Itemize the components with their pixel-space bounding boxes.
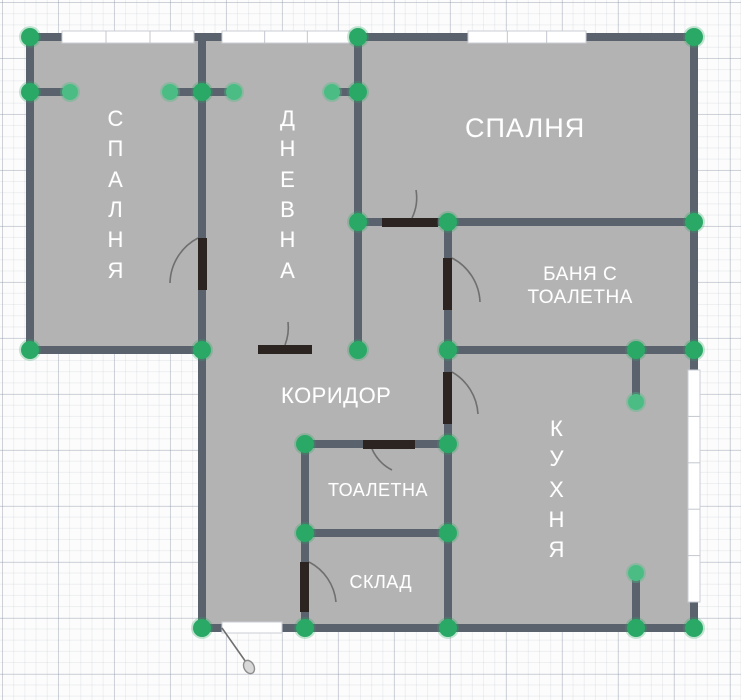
door-bedroom-left[interactable] (169, 237, 207, 290)
node-wc-topleft-dot[interactable] (296, 435, 314, 453)
node-top-left[interactable] (19, 26, 41, 48)
node-living-left-stub-end-dot[interactable] (162, 84, 178, 100)
door-entrance[interactable] (221, 627, 249, 666)
door-bedroom-left-swing-arc (169, 237, 199, 284)
door-storage-swing-arc (308, 561, 337, 603)
node-bottom-right[interactable] (683, 617, 705, 639)
node-kitchen-stub-end-top-dot[interactable] (628, 394, 644, 410)
door-bedroom-right-leaf[interactable] (382, 218, 438, 227)
node-bottom-wc-left[interactable] (294, 617, 316, 639)
node-mid-left[interactable] (437, 339, 459, 361)
door-wc[interactable] (363, 440, 415, 471)
node-bottom-wc-left-dot[interactable] (296, 619, 314, 637)
node-mid-right-dot[interactable] (685, 341, 703, 359)
window-living-top[interactable] (221, 30, 351, 44)
node-living-divider-top[interactable] (191, 81, 213, 103)
door-living-bottom-leaf[interactable] (258, 345, 312, 354)
node-bottom-corridor-left[interactable] (191, 617, 213, 639)
node-bottom-right-dot[interactable] (685, 619, 703, 637)
door-living-bottom-swing-arc (284, 321, 290, 346)
node-bedroomright-left[interactable] (437, 211, 459, 233)
door-bathroom-leaf[interactable] (443, 258, 452, 310)
door-wc-leaf[interactable] (363, 440, 415, 449)
node-living-divider-top-dot[interactable] (193, 83, 211, 101)
door-living-bottom[interactable] (258, 321, 312, 354)
node-corridor-topleft-dot[interactable] (193, 341, 211, 359)
node-mid-kitchenstub-dot[interactable] (627, 341, 645, 359)
door-storage[interactable] (300, 561, 337, 612)
node-living-divider2-top[interactable] (347, 81, 369, 103)
window-living-top-pane (221, 30, 351, 44)
node-bedroomright-left-dot[interactable] (439, 213, 457, 231)
door-entrance-swing-arc (221, 627, 249, 666)
node-mid-right[interactable] (683, 339, 705, 361)
node-top-mid-dot[interactable] (349, 28, 367, 46)
node-bottom-left-room[interactable] (19, 339, 41, 361)
node-living-right-stub-end[interactable] (224, 82, 244, 102)
doors-group[interactable] (169, 189, 481, 676)
node-bedroomright-stub-dot[interactable] (349, 213, 367, 231)
door-bedroom-right-swing-arc (411, 189, 418, 219)
window-bedroom-right-top-pane (467, 30, 587, 44)
door-corridor-kitchen-swing-arc (451, 371, 479, 415)
node-bottom-kitchen-left[interactable] (437, 617, 459, 639)
node-wc-topright[interactable] (437, 433, 459, 455)
node-corridor-topleft[interactable] (191, 339, 213, 361)
node-top-mid[interactable] (347, 26, 369, 48)
node-corridor-topright-dot[interactable] (349, 341, 367, 359)
wall-nodes-group[interactable] (19, 26, 705, 639)
window-entrance-door-panel-pane (221, 621, 283, 634)
node-bottom-kitchen-stub[interactable] (625, 617, 647, 639)
window-kitchen-right-pane (687, 369, 701, 603)
windows-group[interactable] (61, 30, 701, 634)
node-kitchen-stub-end-top[interactable] (626, 392, 646, 412)
node-left-stub-end-dot[interactable] (62, 84, 78, 100)
door-bedroom-left-leaf[interactable] (198, 238, 207, 290)
node-top-right-dot[interactable] (685, 28, 703, 46)
node-living-right-stub-end-dot[interactable] (226, 84, 242, 100)
node-bottom-left-room-dot[interactable] (21, 341, 39, 359)
node-wc-bottomleft-dot[interactable] (296, 524, 314, 542)
door-wc-swing-arc (371, 448, 393, 471)
node-top-left-dot[interactable] (21, 28, 39, 46)
node-wc-bottomright[interactable] (437, 522, 459, 544)
window-entrance-door-panel[interactable] (221, 621, 283, 634)
node-living-left-stub-end[interactable] (160, 82, 180, 102)
node-mid-left-dot[interactable] (439, 341, 457, 359)
node-left-stub-end[interactable] (60, 82, 80, 102)
window-kitchen-right[interactable] (687, 369, 701, 603)
node-wc-topright-dot[interactable] (439, 435, 457, 453)
node-living-divider2-top-dot[interactable] (349, 83, 367, 101)
node-bedroomright-stub[interactable] (347, 211, 369, 233)
node-top-right[interactable] (683, 26, 705, 48)
door-corridor-kitchen-leaf[interactable] (443, 372, 452, 424)
node-wc-topleft[interactable] (294, 433, 316, 455)
node-corridor-topright[interactable] (347, 339, 369, 361)
node-bottom-kitchen-left-dot[interactable] (439, 619, 457, 637)
entrance-door-handle[interactable] (241, 658, 256, 675)
node-right-of-living-stub-end[interactable] (322, 82, 342, 102)
node-wc-bottomleft[interactable] (294, 522, 316, 544)
node-kitchen-stub-end-bottom[interactable] (626, 563, 646, 583)
node-bottom-corridor-left-dot[interactable] (193, 619, 211, 637)
door-storage-leaf[interactable] (300, 562, 309, 612)
window-bedroom-left-top-pane (61, 30, 195, 44)
door-bedroom-right[interactable] (382, 189, 438, 227)
door-bathroom-swing-arc (451, 257, 481, 303)
node-wc-bottomright-dot[interactable] (439, 524, 457, 542)
door-corridor-kitchen[interactable] (443, 371, 479, 424)
node-bedroomright-right[interactable] (683, 211, 705, 233)
node-mid-kitchenstub[interactable] (625, 339, 647, 361)
node-left-stub[interactable] (19, 81, 41, 103)
door-bathroom[interactable] (443, 257, 481, 310)
node-kitchen-stub-end-bottom-dot[interactable] (628, 565, 644, 581)
node-bedroomright-right-dot[interactable] (685, 213, 703, 231)
node-right-of-living-stub-end-dot[interactable] (324, 84, 340, 100)
window-bedroom-right-top[interactable] (467, 30, 587, 44)
node-bottom-kitchen-stub-dot[interactable] (627, 619, 645, 637)
node-left-stub-dot[interactable] (21, 83, 39, 101)
window-bedroom-left-top[interactable] (61, 30, 195, 44)
